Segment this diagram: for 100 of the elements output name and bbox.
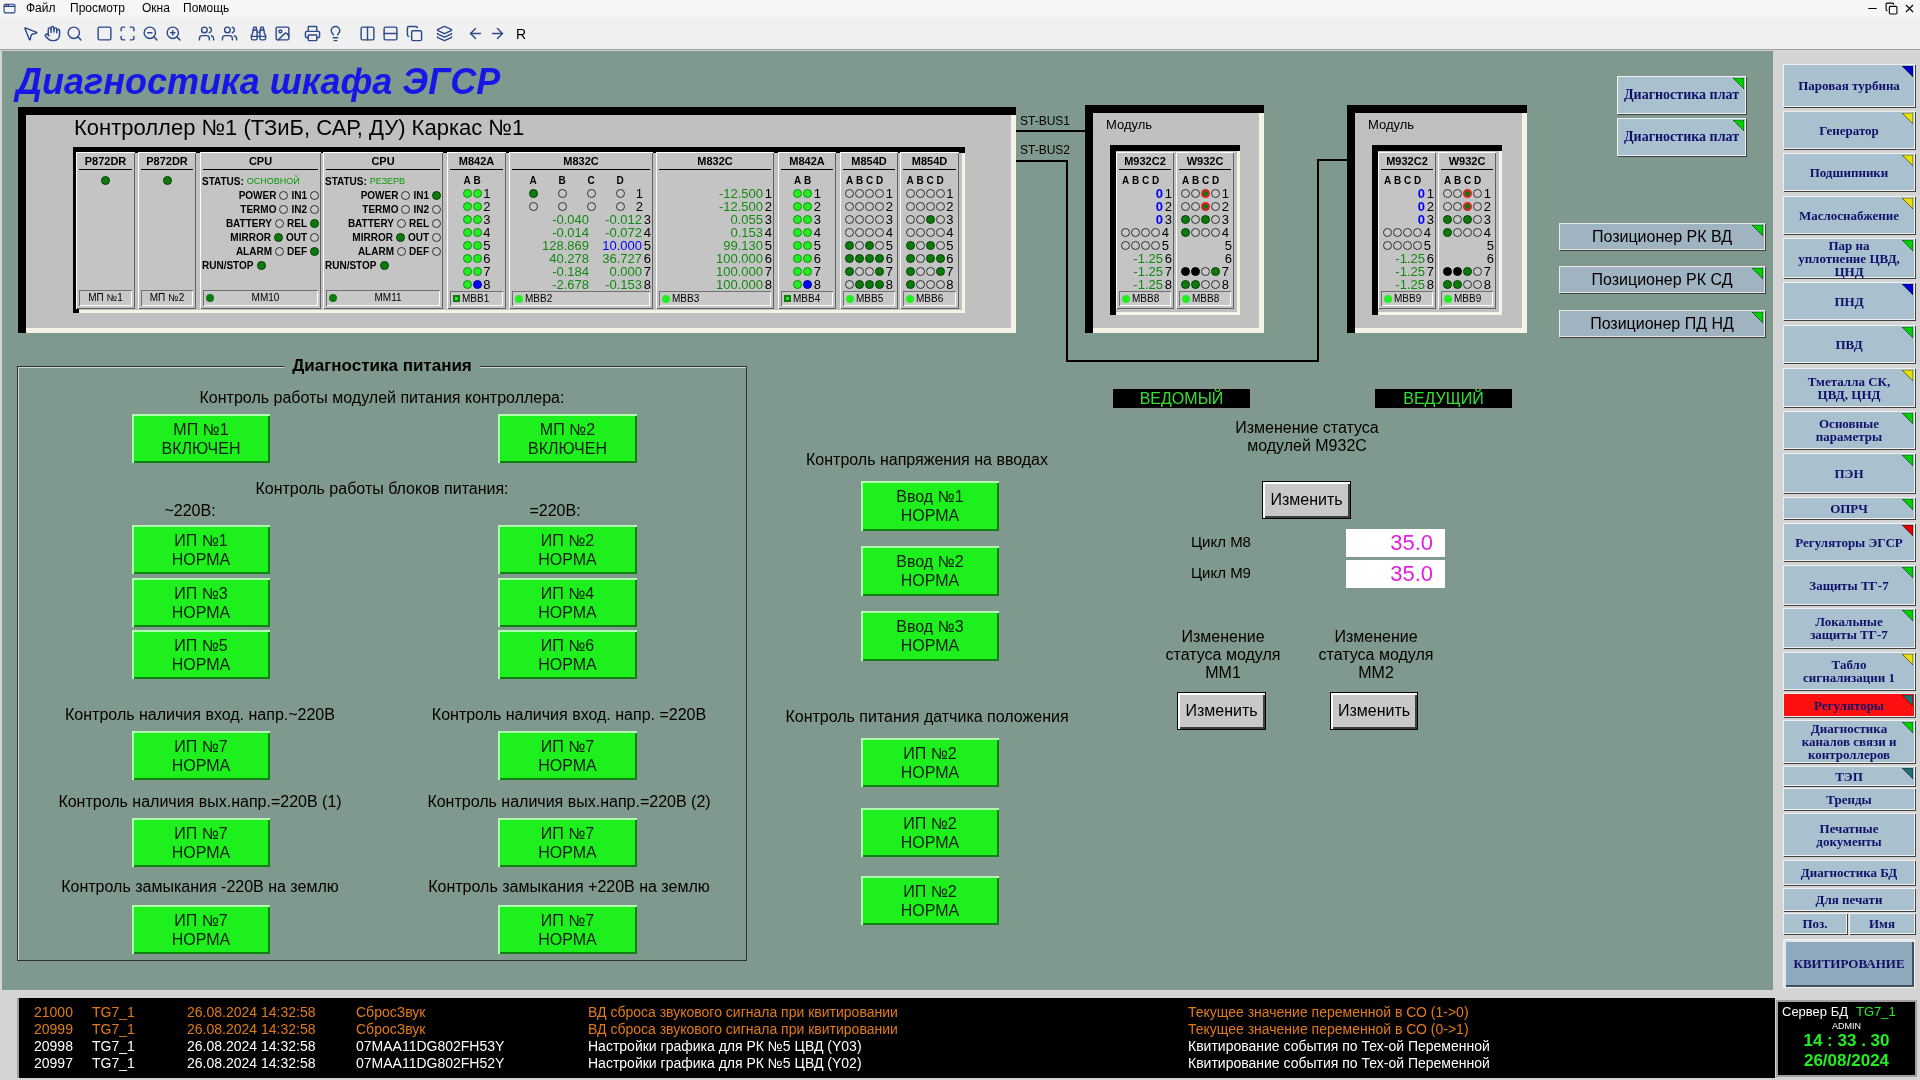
row-number: 4 (813, 226, 821, 239)
row-number: 6 (764, 252, 772, 265)
module-frame (1347, 105, 1527, 333)
module-title: CPU (203, 154, 318, 170)
status-indicator-box (861, 546, 999, 596)
positioner-button: Позиционер РК СД (1559, 266, 1765, 293)
row-number: 1 (482, 187, 491, 200)
module-title: M842A (781, 154, 833, 170)
log-cell-text: СбросЗвук (356, 1004, 427, 1021)
indicator-state: НОРМА (171, 654, 231, 674)
module-title: M842A (450, 154, 503, 170)
signal-label: RUN/STOP (202, 258, 254, 272)
row-number: 2 (813, 200, 821, 213)
diagnostics-button: Диагностика плат (1617, 118, 1746, 156)
row-number: 4 (1483, 226, 1491, 239)
measured-value: 40.278 (548, 252, 589, 265)
row-number: 7 (885, 265, 893, 278)
menu-button: Поз. (1783, 913, 1847, 934)
caption-text: ~220В: (163, 502, 217, 520)
row-number: 3 (764, 213, 772, 226)
indicator-state: ВКЛЮЧЕН (528, 438, 607, 458)
log-cell-text: СбросЗвук (356, 1021, 427, 1038)
row-number: 5 (482, 239, 491, 252)
row-number: 8 (482, 278, 491, 291)
status-indicator-box (132, 630, 270, 679)
module-id: МВВ3 (672, 292, 700, 305)
module-title: P872DR (79, 154, 132, 170)
row-number: 7 (813, 265, 821, 278)
log-cell-text: 20997 (34, 1055, 74, 1072)
signal-label: STATUS: (202, 174, 244, 188)
row-number: 1 (764, 187, 772, 200)
caption-text: =220В: (528, 502, 582, 520)
status-indicator-box (498, 525, 637, 574)
measured-value: 36.727 (601, 252, 642, 265)
bus-line (1015, 159, 1348, 362)
status-indicator-box (498, 818, 637, 867)
menu-button: ПВД (1783, 325, 1915, 363)
column-letter: C (1463, 174, 1472, 187)
field-label: Цикл М8 (1191, 533, 1252, 551)
menu-button: Пар на уплотнение ЦВД, ЦНД (1783, 238, 1915, 278)
column-letter: D (1151, 174, 1160, 187)
column-letter: A (1121, 174, 1130, 187)
log-cell-text: Настройки графика для РК №5 ЦВД (Y03) (588, 1038, 863, 1055)
caption-text: Контроль напряжения на вводах (805, 451, 1049, 469)
status-indicator-box (861, 738, 999, 787)
menu-button: Подшипники (1783, 153, 1915, 191)
status-indicator-box (498, 414, 637, 463)
row-number: 5 (885, 239, 893, 252)
measured-value: 0.000 (608, 265, 642, 278)
edge-label: ST-BUS1 (1020, 114, 1070, 128)
signal-label: TERMO (240, 202, 277, 216)
row-number: 5 (1486, 239, 1494, 252)
row-number: 3 (945, 213, 954, 226)
column-letter: D (615, 174, 625, 187)
io-module-card (778, 152, 836, 309)
row-number: 1 (1221, 187, 1229, 200)
io-module-card (447, 152, 506, 309)
row-number: 3 (482, 213, 491, 226)
indicator-state: НОРМА (900, 900, 960, 920)
menu-button: Диагностика каналов связи и контроллеров (1783, 720, 1915, 763)
bus-line (1015, 130, 1086, 132)
indicator-label: МП №2 (539, 419, 596, 439)
log-cell-text: 21000 (34, 1004, 74, 1021)
module-id: МВВ8 (1132, 292, 1160, 305)
column-letter: D (1473, 174, 1482, 187)
column-letter: B (1453, 174, 1462, 187)
io-module-card (656, 152, 774, 309)
io-module-card (840, 152, 898, 309)
menu-item: Файл (26, 1, 57, 16)
row-number: 3 (1164, 213, 1172, 226)
log-cell-text: 26.08.2024 14:32:58 (187, 1038, 317, 1055)
row-number: 3 (643, 213, 651, 226)
row-number: 3 (885, 213, 893, 226)
menu-button: ОПРЧ (1783, 497, 1915, 519)
log-cell-text: Настройки графика для РК №5 ЦВД (Y02) (588, 1055, 863, 1072)
status-indicator-box (132, 905, 270, 954)
menu-button: Регуляторы (1783, 693, 1915, 717)
change-button: Изменить (1177, 692, 1266, 730)
server-name: TG7_1 (1856, 1004, 1897, 1020)
measured-value: 0 (1155, 200, 1163, 213)
column-letter: A (528, 174, 538, 187)
log-cell-text: ВД сброса звукового сигнала при квитировании (588, 1004, 899, 1021)
row-number: 5 (945, 239, 954, 252)
signal-label: IN1 (413, 188, 429, 202)
measured-value: 128.869 (541, 239, 589, 252)
module-title: M832C (512, 154, 650, 170)
signal-label: REL (287, 216, 307, 230)
row-number: 7 (482, 265, 491, 278)
row-number: 1 (813, 187, 821, 200)
menu-item: Просмотр (70, 1, 126, 16)
column-letter: C (865, 174, 874, 187)
measured-value: -0.014 (551, 226, 589, 239)
signal-label: ALARM (235, 244, 272, 258)
row-number: 7 (643, 265, 651, 278)
measured-value: 0.055 (729, 213, 763, 226)
clock-time: 14 : 33 . 30 (1802, 1031, 1891, 1051)
caption-text: Контроль замыкания -220В на землю (60, 878, 340, 896)
signal-label: DEF (409, 244, 429, 258)
indicator-state: НОРМА (171, 602, 231, 622)
module-id: МВВ8 (1192, 292, 1220, 305)
